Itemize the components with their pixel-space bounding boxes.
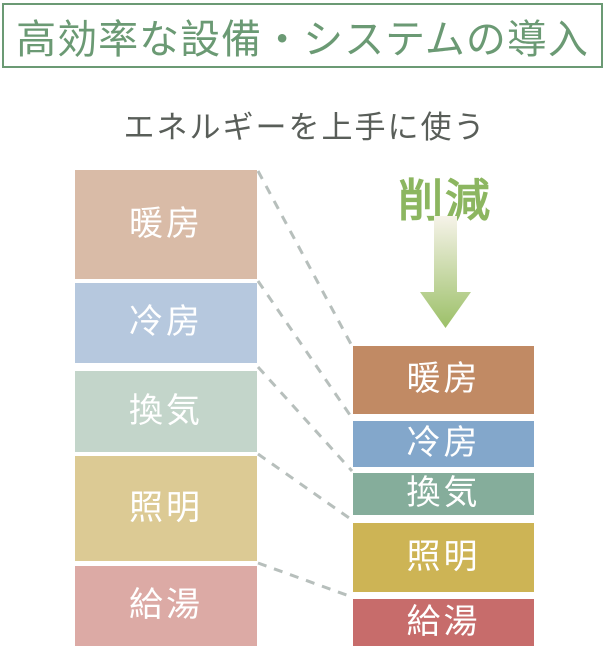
connector-line <box>257 452 353 522</box>
bar-label: 給湯 <box>406 603 481 641</box>
bar-label: 給湯 <box>129 587 203 624</box>
bar-left-cooling: 冷房 <box>75 283 257 363</box>
page-title: 高効率な設備・システムの導入 <box>16 16 589 62</box>
bar-label: 暖房 <box>406 361 481 398</box>
bar-left-ventilation: 換気 <box>75 371 257 452</box>
bar-label: 冷房 <box>406 425 481 462</box>
bar-label: 照明 <box>406 538 481 576</box>
connector-line <box>257 561 353 599</box>
connector-line <box>256 280 354 419</box>
connector-line <box>256 365 354 473</box>
bar-label: 冷房 <box>129 304 203 341</box>
bar-right-lighting: 照明 <box>353 523 534 592</box>
bar-left-hot-water: 給湯 <box>75 566 257 646</box>
reduction-label: 削減 <box>397 176 492 226</box>
bar-left-lighting: 照明 <box>75 456 257 561</box>
bar-right-cooling: 冷房 <box>353 421 534 467</box>
connector-line <box>256 170 354 347</box>
bar-left-heating: 暖房 <box>75 170 257 279</box>
bar-right-heating: 暖房 <box>353 346 534 414</box>
bar-label: 暖房 <box>129 205 203 243</box>
bar-right-ventilation: 換気 <box>353 473 534 515</box>
subtitle-text: エネルギーを上手に使う <box>123 110 487 145</box>
bar-label: 換気 <box>406 475 481 512</box>
title-box: 高効率な設備・システムの導入 <box>2 3 603 68</box>
bar-label: 換気 <box>129 392 203 430</box>
bar-label: 照明 <box>129 489 203 527</box>
bar-right-hot-water: 給湯 <box>353 599 534 646</box>
